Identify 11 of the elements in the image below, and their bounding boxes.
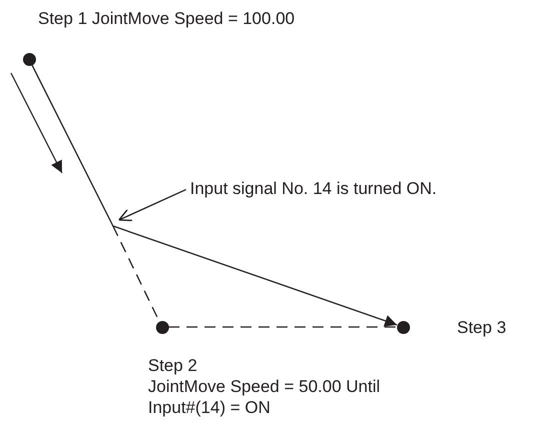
step-label: JointMove Speed = 50.00 Until Input#(14) = ON [148,376,382,418]
point-marker [156,320,168,334]
step-label: Step 1 JointMove Speed = 100.00 [38,8,295,29]
arrow [31,64,398,327]
signal-note: Input signal No. 14 is turned ON. [190,178,437,199]
step-label: Step 3 [457,317,506,338]
point-marker [22,52,36,66]
step-label: Step 2 [148,355,198,376]
point-marker [396,320,410,334]
leader-line [118,188,186,222]
dashed-path [168,326,396,328]
